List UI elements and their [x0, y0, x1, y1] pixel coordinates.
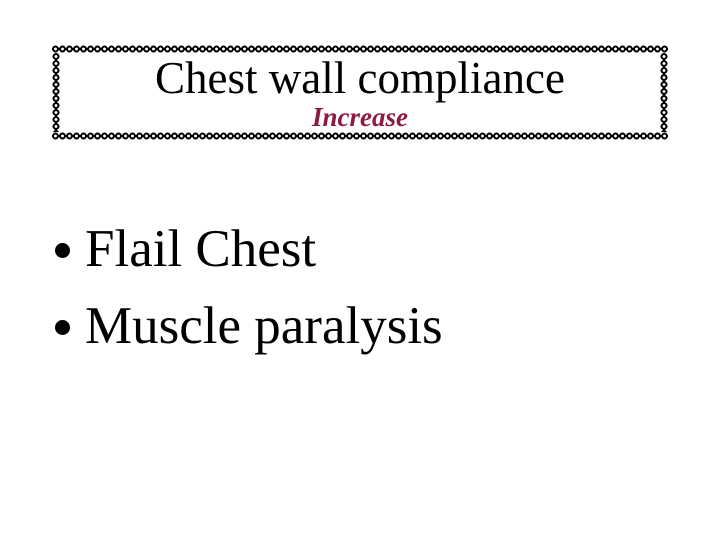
list-item: Flail Chest	[55, 211, 443, 288]
slide-subtitle: Increase	[312, 101, 408, 132]
title-content: Chest wall compliance Increase	[60, 53, 660, 132]
bullet-list: Flail Chest Muscle paralysis	[55, 211, 443, 365]
decorative-border-top	[52, 45, 668, 53]
bullet-text: Muscle paralysis	[85, 297, 443, 355]
list-item: Muscle paralysis	[55, 288, 443, 365]
title-box: Chest wall compliance Increase	[52, 45, 668, 140]
decorative-border-left	[52, 53, 60, 132]
bullet-icon	[55, 243, 70, 258]
decorative-border-bottom	[52, 132, 668, 140]
decorative-border-right	[660, 53, 668, 132]
bullet-text: Flail Chest	[85, 220, 317, 278]
slide-title: Chest wall compliance	[155, 52, 565, 103]
bullet-icon	[55, 320, 70, 335]
